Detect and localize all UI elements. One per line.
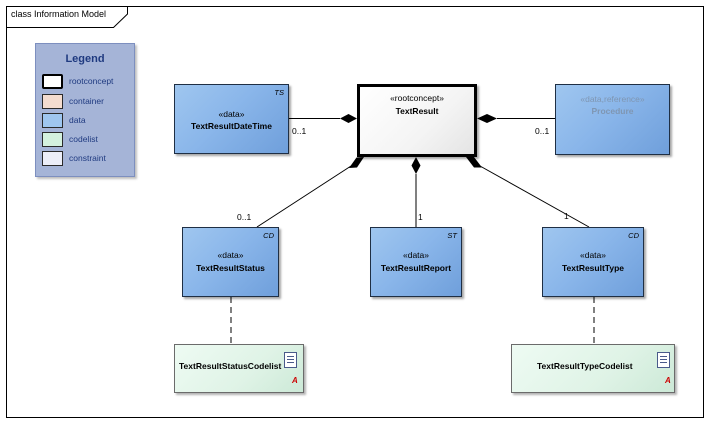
stereotype-label: «rootconcept» bbox=[390, 93, 444, 103]
legend-swatch bbox=[42, 94, 63, 109]
legend-item-rootconcept: rootconcept bbox=[42, 74, 132, 90]
type-tag: ST bbox=[447, 231, 457, 240]
class-text-result-date-time[interactable]: TS «data» TextResultDateTime bbox=[174, 84, 289, 154]
codelist-text-result-type-codelist[interactable]: TextResultTypeCodelist A bbox=[511, 344, 675, 393]
legend-label: data bbox=[69, 115, 86, 125]
legend-item-container: container bbox=[42, 94, 132, 110]
type-tag: TS bbox=[274, 88, 284, 97]
multiplicity-date-time: 0..1 bbox=[292, 126, 307, 136]
codelist-text-result-status-codelist[interactable]: TextResultStatusCodelist A bbox=[174, 344, 304, 393]
legend-swatch bbox=[42, 151, 63, 166]
link-status bbox=[256, 165, 352, 228]
legend: Legend rootconcept container data codeli… bbox=[35, 43, 135, 177]
abstract-marker-icon: A bbox=[292, 376, 298, 385]
composition-diamond-date-time bbox=[340, 114, 357, 123]
legend-item-codelist: codelist bbox=[42, 132, 132, 148]
legend-label: constraint bbox=[69, 153, 106, 163]
codelist-name: TextResultTypeCodelist bbox=[537, 361, 633, 371]
class-name: TextResultDateTime bbox=[191, 121, 272, 131]
multiplicity-procedure: 0..1 bbox=[535, 126, 550, 136]
composition-diamond-procedure bbox=[477, 114, 497, 123]
legend-item-constraint: constraint bbox=[42, 151, 132, 167]
stereotype-label: «data,reference» bbox=[580, 94, 645, 104]
stereotype-label: «data» bbox=[217, 250, 244, 260]
composition-diamond-report bbox=[411, 157, 421, 174]
legend-item-data: data bbox=[42, 113, 132, 129]
frame-tab-border bbox=[6, 6, 128, 28]
multiplicity-status: 0..1 bbox=[237, 212, 252, 222]
class-name: TextResultStatus bbox=[196, 263, 265, 273]
type-tag: CD bbox=[263, 231, 274, 240]
composition-diamond-type bbox=[466, 157, 482, 168]
stereotype-label: «data» bbox=[403, 250, 429, 260]
class-text-result[interactable]: «rootconcept» TextResult bbox=[357, 84, 477, 157]
legend-swatch bbox=[42, 113, 63, 128]
class-name: TextResultType bbox=[561, 263, 625, 273]
codelist-name: TextResultStatusCodelist bbox=[179, 361, 282, 371]
class-name: TextResult bbox=[395, 106, 439, 116]
legend-label: codelist bbox=[69, 134, 98, 144]
class-procedure[interactable]: «data,reference» Procedure bbox=[555, 84, 670, 155]
frame-title: class Information Model bbox=[11, 9, 107, 19]
legend-swatch bbox=[42, 74, 63, 89]
codelist-document-icon bbox=[657, 352, 670, 368]
legend-label: container bbox=[69, 96, 104, 106]
multiplicity-report: 1 bbox=[418, 212, 423, 222]
stereotype-label: «data» bbox=[218, 109, 245, 119]
class-text-result-type[interactable]: CD «data» TextResultType bbox=[542, 227, 644, 297]
composition-diamond-status bbox=[349, 157, 364, 168]
diagram-frame bbox=[6, 6, 704, 418]
stereotype-label: «data» bbox=[580, 250, 606, 260]
link-type bbox=[479, 165, 590, 228]
abstract-marker-icon: A bbox=[665, 376, 671, 385]
class-text-result-status[interactable]: CD «data» TextResultStatus bbox=[182, 227, 279, 297]
multiplicity-type: 1 bbox=[564, 211, 569, 221]
class-name: TextResultReport bbox=[380, 263, 452, 273]
type-tag: CD bbox=[628, 231, 639, 240]
legend-title: Legend bbox=[65, 53, 105, 65]
class-name: Procedure bbox=[591, 106, 634, 116]
class-text-result-report[interactable]: ST «data» TextResultReport bbox=[370, 227, 462, 297]
legend-swatch bbox=[42, 132, 63, 147]
legend-label: rootconcept bbox=[69, 76, 114, 86]
codelist-document-icon bbox=[284, 352, 297, 368]
